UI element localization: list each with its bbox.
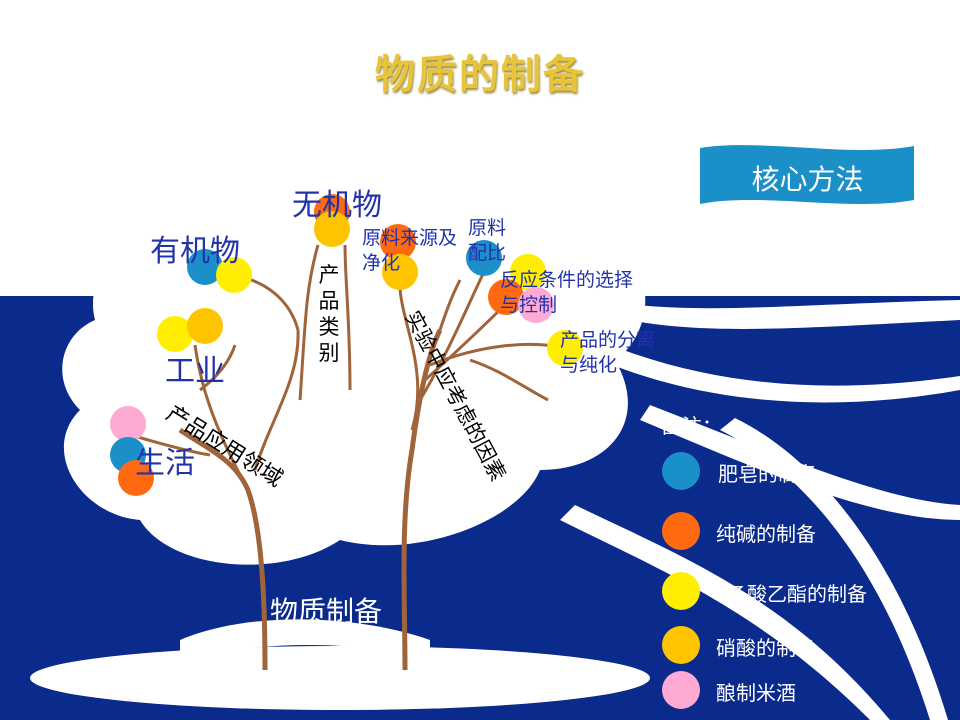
branch-inorganic — [298, 244, 320, 401]
fruits — [110, 194, 583, 496]
fruit-conditions-orange — [488, 279, 524, 315]
legend-label-3: 乙酸乙酯的制备 — [727, 582, 867, 606]
label-inorganic: 无机物 — [292, 188, 382, 223]
ground-hill — [180, 619, 430, 660]
label-raw-ratio: 原料配比 — [468, 217, 507, 264]
white-stripe-1 — [560, 290, 960, 329]
fruit-industry-gold — [187, 308, 223, 344]
white-stripe-2 — [600, 345, 960, 403]
label-product-category: 产品类别 — [318, 263, 340, 365]
fruit-industry-yellow — [157, 316, 193, 352]
fruit-organic-yellow — [216, 257, 252, 293]
legend-label-5: 酿制米酒 — [716, 681, 796, 705]
legend-label-4: 硝酸的制备 — [716, 636, 816, 660]
left-trunk — [178, 427, 268, 671]
trunk-label: 物质制备 — [270, 595, 383, 628]
fruit-conditions-pink — [518, 287, 554, 323]
branch-industry-side — [199, 344, 237, 392]
fruit-separation-yellow — [547, 330, 583, 366]
legend-dot-2 — [662, 512, 700, 550]
branch-organic — [253, 329, 300, 471]
branch-raw-source — [398, 284, 420, 431]
label-raw-source: 原料来源及净化 — [362, 227, 458, 274]
fruit-ratio-blue — [466, 240, 502, 276]
ground — [30, 646, 650, 710]
label-life: 生活 — [135, 446, 195, 481]
white-stripe-4 — [560, 505, 890, 720]
legend-dot-5 — [662, 671, 700, 709]
fruit-conditions-yellow — [510, 254, 546, 290]
page-title: 物质的制备 — [375, 52, 585, 98]
core-method-banner[interactable]: 核心方法 — [751, 163, 864, 196]
branch-industry — [193, 344, 250, 491]
legend-label-2: 纯碱的制备 — [716, 522, 816, 546]
fruit-source-orange — [380, 224, 416, 260]
label-reaction-conditions: 反应条件的选择与控制 — [500, 269, 634, 316]
fruit-organic-blue — [187, 249, 223, 285]
label-separation: 产品的分离与纯化 — [560, 329, 656, 376]
legend-dot-3 — [662, 572, 700, 610]
label-organic: 有机物 — [150, 234, 240, 269]
right-trunk — [401, 328, 443, 671]
legend-title: 图注： — [662, 414, 722, 438]
legend-dot-4 — [662, 626, 700, 664]
fruit-life-orange — [118, 460, 154, 496]
banner-shape — [700, 145, 914, 204]
label-industry: 工业 — [165, 354, 225, 389]
branch-upper — [438, 279, 462, 331]
white-stripe-3 — [640, 405, 960, 520]
fruit-source-gold — [382, 254, 418, 290]
branch-separation-2 — [469, 358, 549, 402]
legend-dot-1 — [662, 452, 700, 490]
fruit-life-pink — [110, 406, 146, 442]
branch-inorganic-2 — [343, 244, 352, 391]
branch-raw-ratio — [418, 269, 487, 401]
white-stripe-5 — [720, 418, 948, 720]
legend-label-1: 肥皂的制备 — [718, 462, 818, 486]
fruit-inorganic-gold — [314, 211, 350, 247]
